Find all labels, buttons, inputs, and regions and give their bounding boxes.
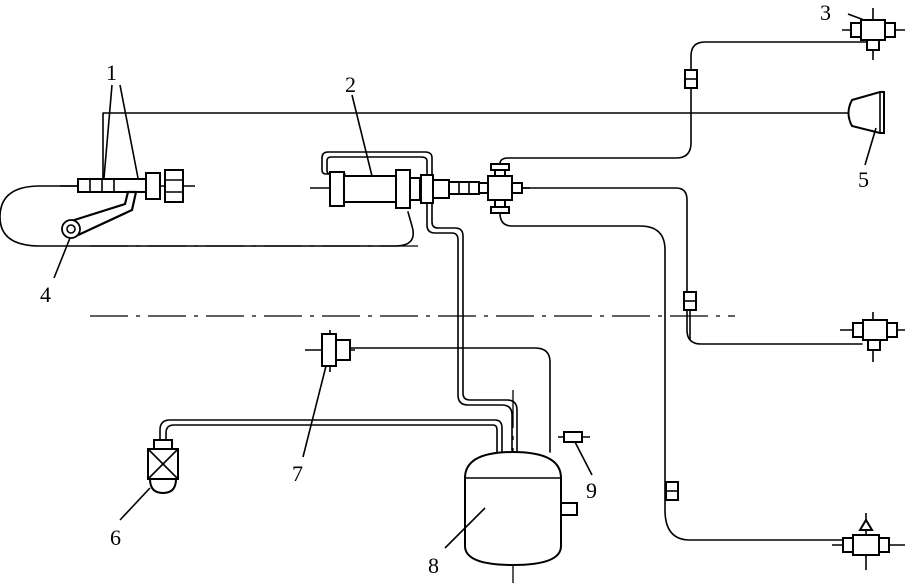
label-8: 8 xyxy=(428,553,439,578)
pipe-to-bottom-right xyxy=(499,212,843,541)
pipe-to-component-5 xyxy=(102,112,853,179)
pipe-to-component-3 xyxy=(499,41,871,165)
pipe-to-right-tee xyxy=(521,187,863,345)
component-6-filter xyxy=(147,439,179,495)
label-3: 3 xyxy=(820,0,831,25)
component-7-fitting xyxy=(305,330,355,372)
pipe-6-to-tank xyxy=(159,419,503,453)
pipe-7-to-tank xyxy=(349,347,551,453)
distributor-tee xyxy=(478,163,523,214)
component-5-dome xyxy=(847,91,885,134)
label-5: 5 xyxy=(858,167,869,192)
leader-lines xyxy=(53,13,877,549)
component-4-lever xyxy=(61,190,138,239)
component-8-tank xyxy=(464,450,578,567)
label-4: 4 xyxy=(40,282,51,307)
bottom-right-tee-fitting xyxy=(832,513,905,570)
component-2-cylinder xyxy=(321,151,480,209)
label-6: 6 xyxy=(110,525,121,550)
label-9: 9 xyxy=(586,478,597,503)
label-7: 7 xyxy=(292,461,303,486)
label-2: 2 xyxy=(345,72,356,97)
return-loop-pipe xyxy=(0,185,414,247)
pipe-cylinder-to-tank xyxy=(426,202,513,453)
right-tee-fitting xyxy=(840,312,905,362)
component-3-tee xyxy=(842,8,905,60)
label-1: 1 xyxy=(106,60,117,85)
component-9-fitting xyxy=(558,431,590,443)
component-1-valve xyxy=(77,169,184,203)
